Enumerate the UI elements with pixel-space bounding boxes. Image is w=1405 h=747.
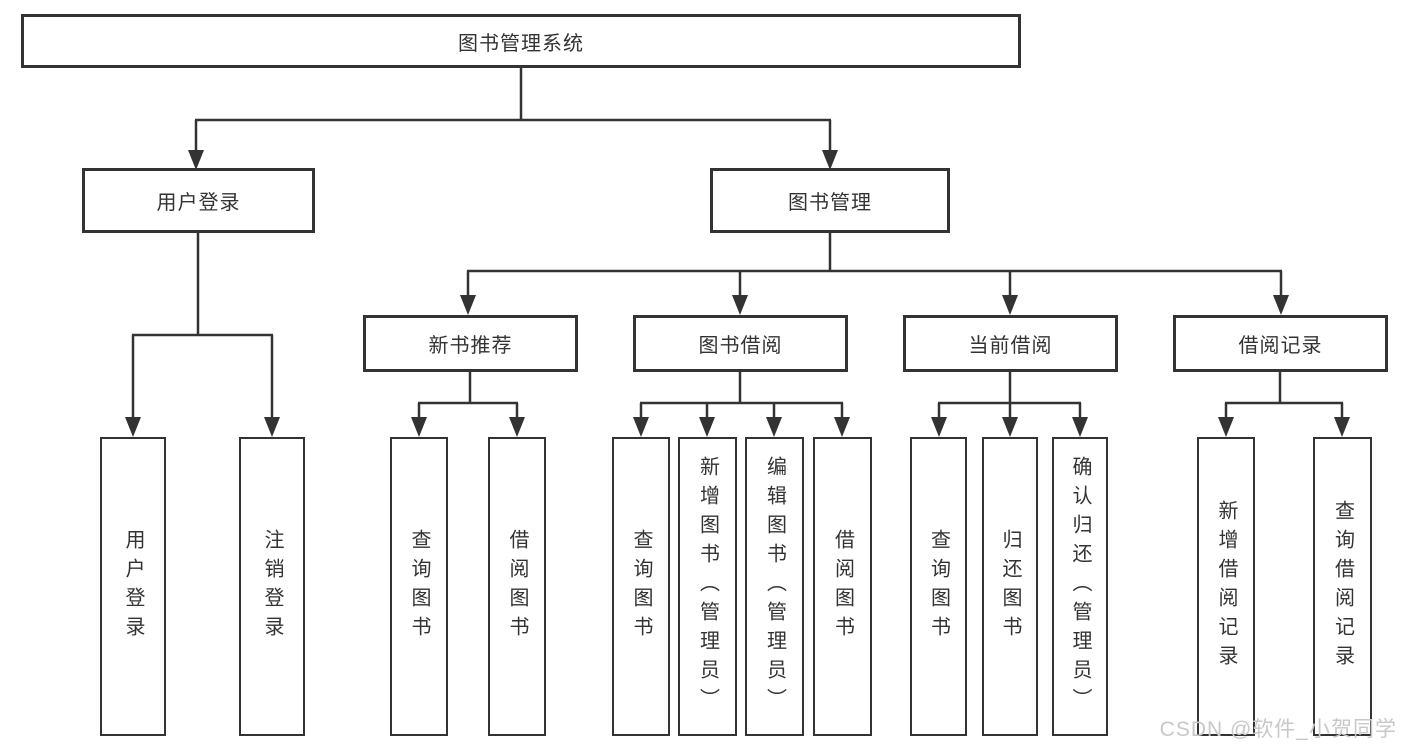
node-current-borrow: 当前借阅 [903,315,1118,372]
leaf-records-add-label: 新增借阅记录 [1215,499,1237,674]
leaf-newbooks-query: 查询图书 [390,437,448,736]
arrow-down-icon [1334,417,1350,437]
arrow-down-icon [1002,295,1018,315]
connector-current-borrow-branch [931,371,1088,437]
leaf-borrow-add-admin-label: 新增图书（管理员） [696,456,719,717]
node-new-book-recommend-label: 新书推荐 [428,335,513,357]
node-current-borrow-label: 当前借阅 [968,335,1053,357]
connector-book-borrow-branch [633,371,850,437]
node-new-book-recommend: 新书推荐 [363,315,578,372]
leaf-current-query-label: 查询图书 [927,528,950,645]
leaf-user-login: 用户登录 [100,437,166,736]
arrow-down-icon [460,295,476,315]
arrow-down-icon [125,417,141,437]
arrow-down-icon [766,417,782,437]
connector-root-branch [188,68,838,170]
csdn-watermark: CSDN @软件_小贺同学 [1159,718,1397,741]
arrow-down-icon [633,417,649,437]
arrow-down-icon [411,417,427,437]
leaf-borrow-query-label: 查询图书 [630,528,652,645]
leaf-borrow-edit-admin: 编辑图书（管理员） [745,437,804,736]
arrow-down-icon [732,295,748,315]
leaf-user-login-label: 用户登录 [122,528,144,645]
node-root-label: 图书管理系统 [458,32,584,55]
leaf-current-confirm-admin: 确认归还（管理员） [1052,437,1108,736]
node-book-borrow-label: 图书借阅 [698,335,783,357]
arrow-down-icon [834,417,850,437]
arrow-down-icon [188,150,204,170]
leaf-records-query-label: 查询借阅记录 [1331,499,1354,674]
arrow-down-icon [1072,417,1088,437]
leaf-borrow-query: 查询图书 [612,437,670,736]
leaf-borrow-borrow-label: 借阅图书 [831,528,854,645]
leaf-records-add: 新增借阅记录 [1197,437,1255,736]
leaf-newbooks-borrow: 借阅图书 [488,437,546,736]
arrow-down-icon [1273,295,1289,315]
node-user-login-label: 用户登录 [156,192,241,214]
connector-new-books-branch [411,371,525,437]
node-user-login: 用户登录 [82,168,315,233]
arrow-down-icon [699,417,715,437]
leaf-logout: 注销登录 [239,437,305,736]
node-borrow-records-label: 借阅记录 [1238,335,1323,357]
connector-book-mgmt-branch [460,232,1289,315]
node-borrow-records: 借阅记录 [1173,315,1388,372]
arrow-down-icon [1218,417,1234,437]
leaf-newbooks-query-label: 查询图书 [408,528,430,645]
connector-borrow-records-branch [1218,371,1350,437]
leaf-current-return-label: 归还图书 [999,528,1021,645]
leaf-logout-label: 注销登录 [261,528,283,645]
arrow-down-icon [931,417,947,437]
leaf-records-query: 查询借阅记录 [1313,437,1372,736]
arrow-down-icon [822,150,838,170]
arrow-down-icon [1002,417,1018,437]
leaf-current-query: 查询图书 [910,437,967,736]
leaf-borrow-edit-admin-label: 编辑图书（管理员） [763,456,786,717]
arrow-down-icon [509,417,525,437]
node-root: 图书管理系统 [21,14,1021,68]
leaf-current-confirm-admin-label: 确认归还（管理员） [1069,456,1091,717]
leaf-current-return: 归还图书 [982,437,1038,736]
leaf-borrow-borrow: 借阅图书 [813,437,872,736]
node-book-management: 图书管理 [710,168,950,233]
connector-login-branch [125,233,280,437]
arrow-down-icon [264,417,280,437]
leaf-borrow-add-admin: 新增图书（管理员） [678,437,737,736]
node-book-management-label: 图书管理 [788,192,872,214]
leaf-newbooks-borrow-label: 借阅图书 [506,528,528,645]
node-book-borrow: 图书借阅 [633,315,848,372]
